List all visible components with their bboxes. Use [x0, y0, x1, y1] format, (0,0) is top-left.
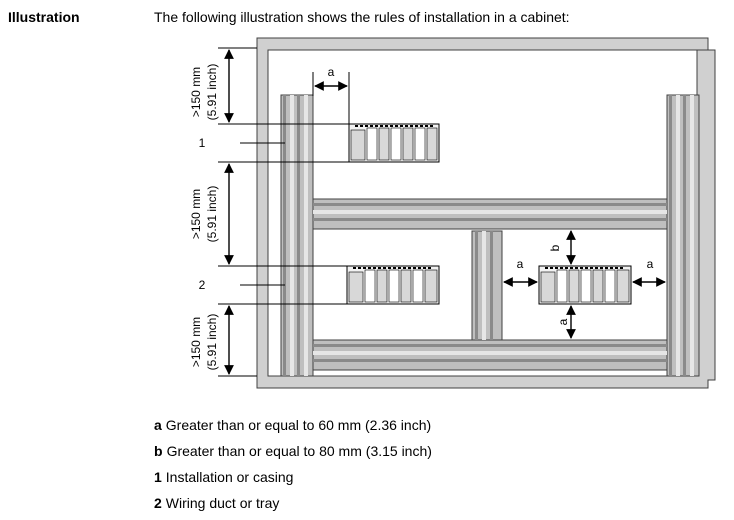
rack-module-top: [348, 123, 440, 163]
leader-lines: [218, 47, 350, 377]
label-a-right: a: [647, 257, 654, 271]
dim-bottom-mm: >150 mm: [189, 317, 203, 367]
legend-text: Installation or casing: [165, 469, 294, 485]
label-a-left: a: [517, 257, 524, 271]
label-a-bottom: a: [556, 318, 570, 325]
dim-mid-inch: (5.91 inch): [205, 186, 219, 243]
wiring-duct-middle: [312, 198, 668, 230]
callout-2: 2: [199, 278, 206, 292]
intro-text: The following illustration shows the rul…: [154, 9, 570, 25]
section-heading: Illustration: [8, 9, 80, 25]
wiring-duct-inner: [471, 230, 503, 341]
wiring-duct-left: [280, 94, 314, 377]
legend-key: 2: [154, 495, 162, 511]
dim-mid-mm: >150 mm: [189, 189, 203, 239]
clearance-arrows: [314, 81, 666, 339]
legend-text: Greater than or equal to 80 mm (3.15 inc…: [166, 443, 432, 459]
legend-key: b: [154, 443, 163, 459]
legend-text: Wiring duct or tray: [165, 495, 280, 511]
legend-key: 1: [154, 469, 162, 485]
wiring-duct-right: [666, 94, 700, 377]
label-b-top: b: [548, 244, 562, 251]
dim-top-inch: (5.91 inch): [205, 64, 219, 121]
label-a-top: a: [328, 65, 335, 79]
legend-key: a: [154, 417, 162, 433]
rack-module-lower-left: [346, 265, 440, 305]
callout-1: 1: [199, 136, 206, 150]
wiring-duct-bottom: [312, 339, 668, 371]
rack-module-lower-right: [538, 265, 632, 305]
dim-top-mm: >150 mm: [189, 67, 203, 117]
legend-text: Greater than or equal to 60 mm (2.36 inc…: [165, 417, 432, 433]
dim-bottom-inch: (5.91 inch): [205, 314, 219, 371]
cabinet-installation-diagram: >150 mm (5.91 inch) >150 mm (5.91 inch) …: [189, 37, 716, 389]
